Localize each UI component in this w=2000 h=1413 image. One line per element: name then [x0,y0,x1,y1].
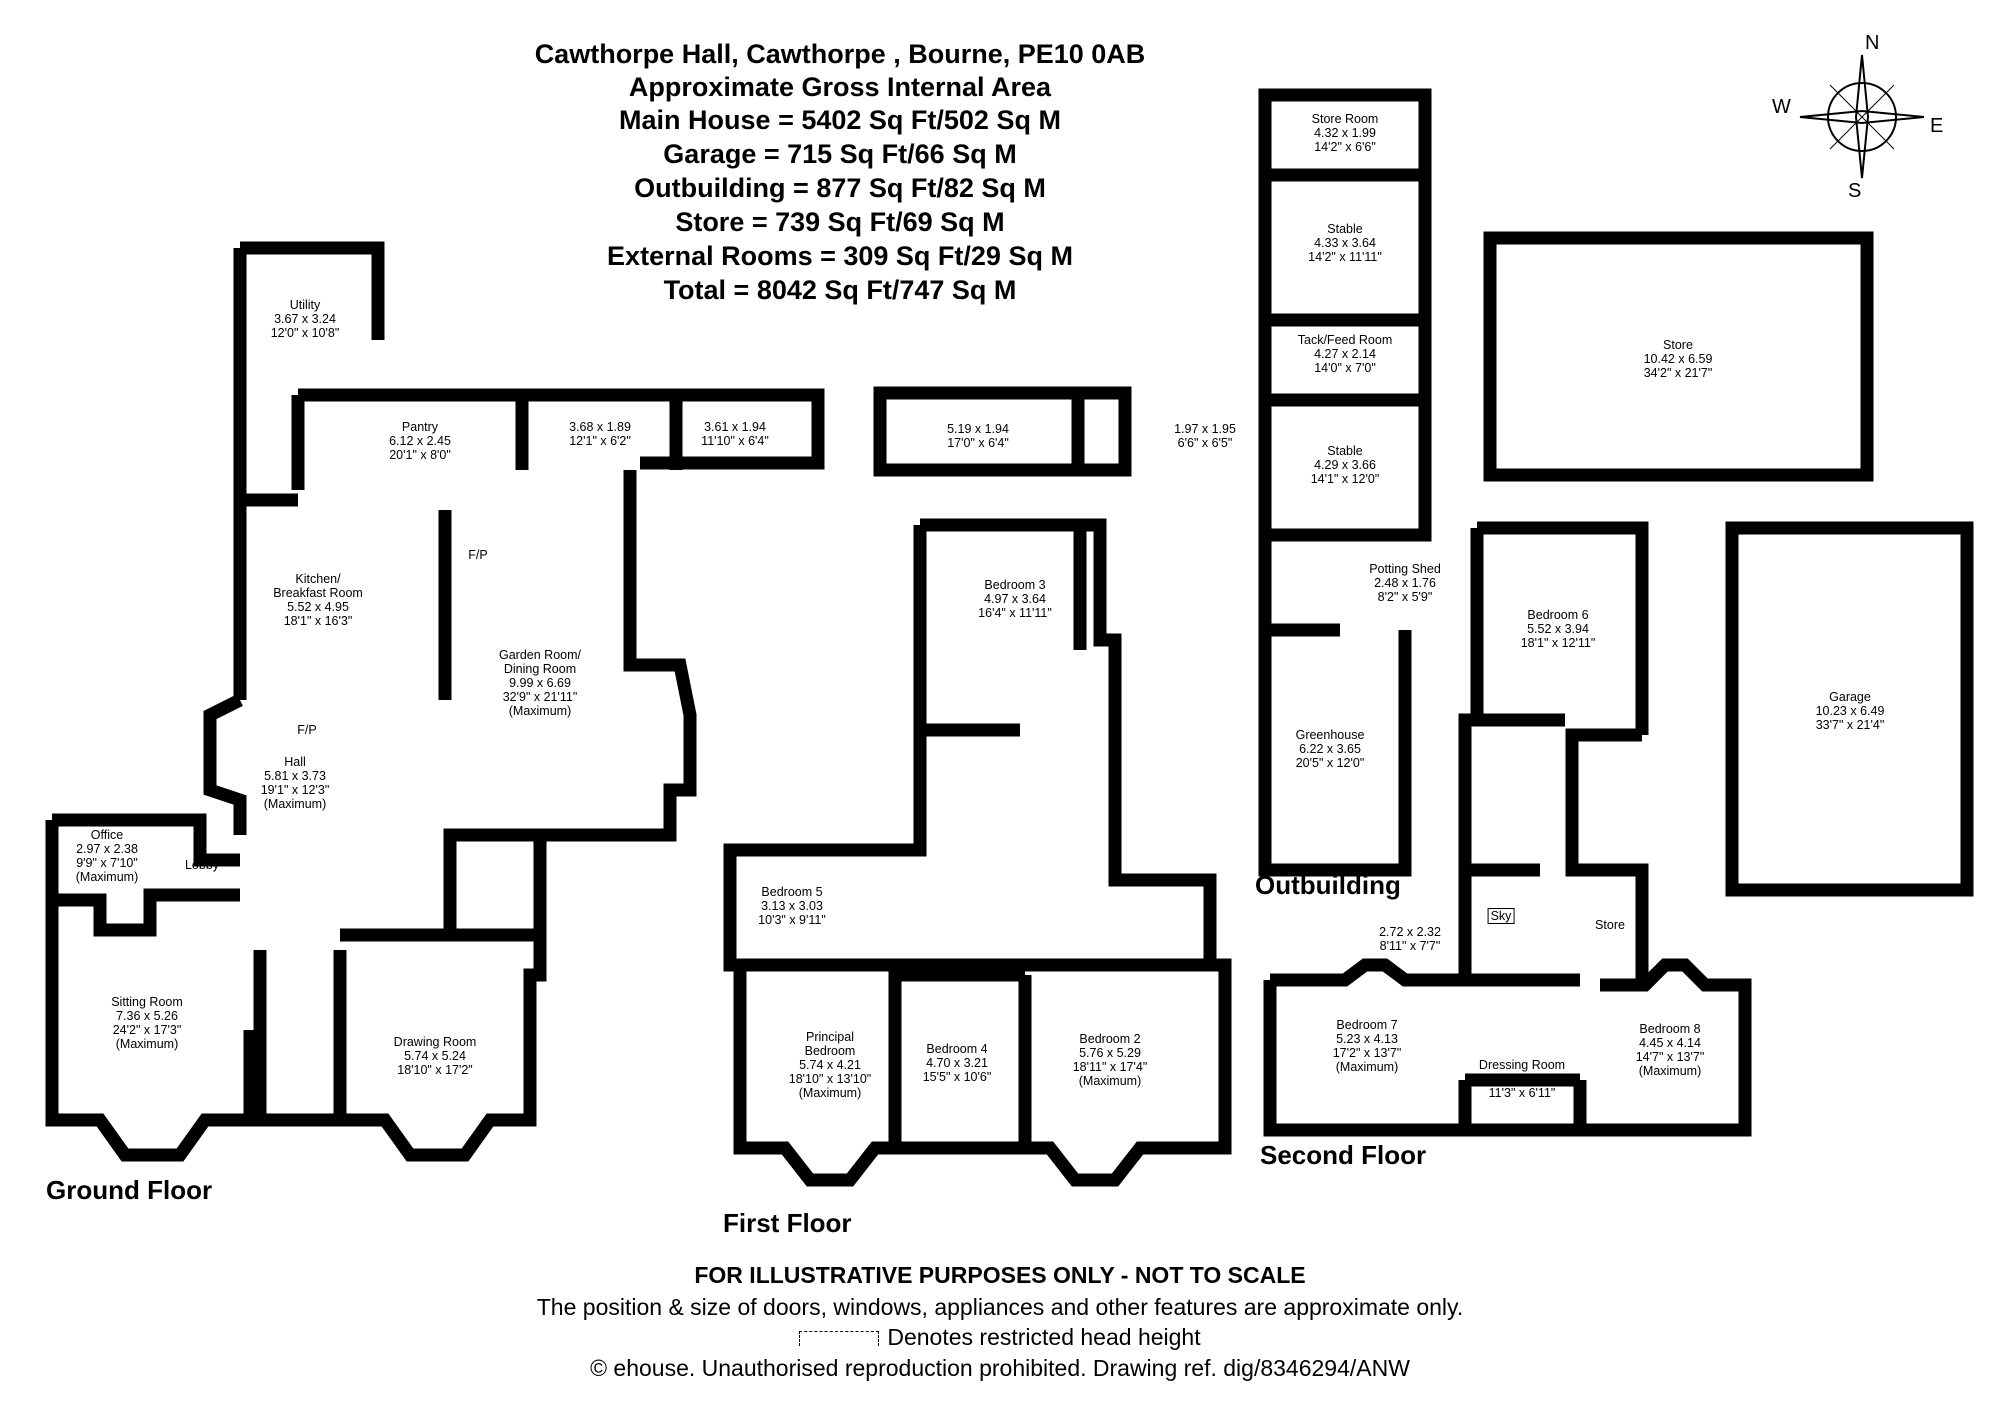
compass-east: E [1930,115,1944,137]
area-subtitle: Approximate Gross Internal Area [628,72,1052,102]
compass-west: W [1772,96,1791,118]
fireplace-label-hall: F/P [297,723,317,737]
floor-label-second: Second Floor [1260,1140,1427,1170]
area-external: External Rooms = 309 Sq Ft/29 Sq M [607,241,1073,271]
fireplace-label-kitchen: F/P [468,548,488,562]
skylight-label: Sky [1487,908,1515,924]
room-store-second-floor: Store [1595,918,1625,932]
area-main-house: Main House = 5402 Sq Ft/502 Sq M [619,105,1061,135]
floor-label-first: First Floor [723,1208,852,1238]
compass-south: S [1848,180,1862,202]
compass-icon [1799,54,1925,179]
legend-text: Denotes restricted head height [887,1324,1201,1350]
floor-label-outbuilding: Outbuilding [1255,870,1401,900]
area-garage: Garage = 715 Sq Ft/66 Sq M [663,139,1017,169]
legend: Denotes restricted head height [0,1324,2000,1351]
disclaimer: FOR ILLUSTRATIVE PURPOSES ONLY - NOT TO … [694,1262,1306,1288]
room-lobby: Lobby [184,858,220,872]
floor-label-ground: Ground Floor [46,1175,213,1205]
area-store: Store = 739 Sq Ft/69 Sq M [675,207,1005,237]
area-outbuilding: Outbuilding = 877 Sq Ft/82 Sq M [634,173,1046,203]
restricted-height-legend-icon [799,1331,880,1347]
copyright: © ehouse. Unauthorised reproduction proh… [590,1355,1410,1381]
address-title: Cawthorpe Hall, Cawthorpe , Bourne, PE10… [534,39,1146,69]
area-total: Total = 8042 Sq Ft/747 Sq M [663,275,1017,305]
disclaimer-note: The position & size of doors, windows, a… [536,1294,1464,1320]
compass-north: N [1865,32,1880,54]
